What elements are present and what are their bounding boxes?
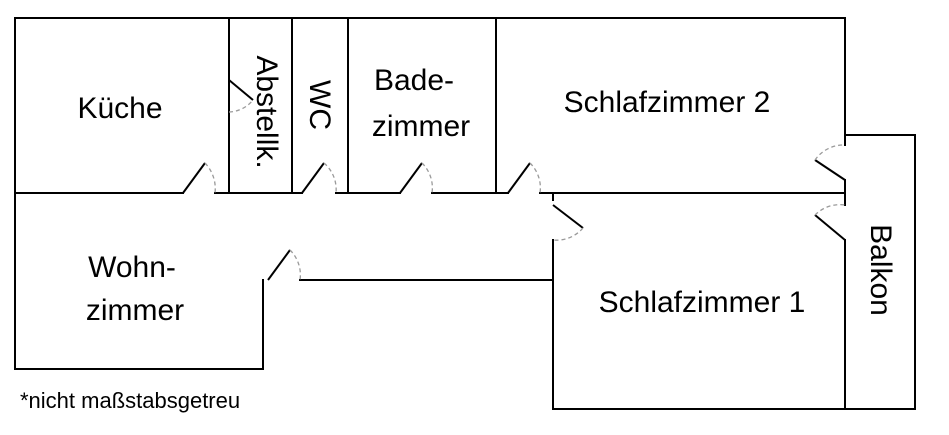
door-wohnzimmer (267, 249, 302, 281)
label-kueche: Küche (77, 92, 162, 125)
label-schlafzimmer2: Schlafzimmer 2 (564, 86, 771, 119)
door-balkon-schlafzimmer2 (814, 144, 846, 181)
door-wc (301, 162, 337, 194)
door-abstellkammer (228, 79, 254, 113)
door-badezimmer (399, 162, 434, 194)
label-schlafzimmer1: Schlafzimmer 1 (599, 286, 806, 319)
label-abstellkammer: Abstellk. (250, 55, 283, 168)
door-kueche (182, 162, 216, 194)
label-wc: WC (303, 80, 336, 130)
door-schlafzimmer1 (552, 204, 584, 241)
scale-note: *nicht maßstabsgetreu (20, 388, 241, 413)
outer-wall-living (14, 192, 264, 370)
label-badezimmer-line2: zimmer (372, 110, 470, 143)
label-balkon: Balkon (864, 224, 897, 316)
doors (182, 79, 846, 281)
walls (14, 17, 916, 410)
label-wohnzimmer-line2: zimmer (86, 294, 184, 327)
label-wohnzimmer-line1: Wohn- (88, 251, 176, 284)
room-labels: Küche Abstellk. WC Bade- zimmer Schlafzi… (77, 55, 897, 327)
door-balkon-schlafzimmer1 (814, 203, 846, 241)
label-badezimmer-line1: Bade- (374, 64, 454, 97)
outer-wall-top (14, 17, 916, 410)
door-schlafzimmer2 (507, 162, 542, 194)
